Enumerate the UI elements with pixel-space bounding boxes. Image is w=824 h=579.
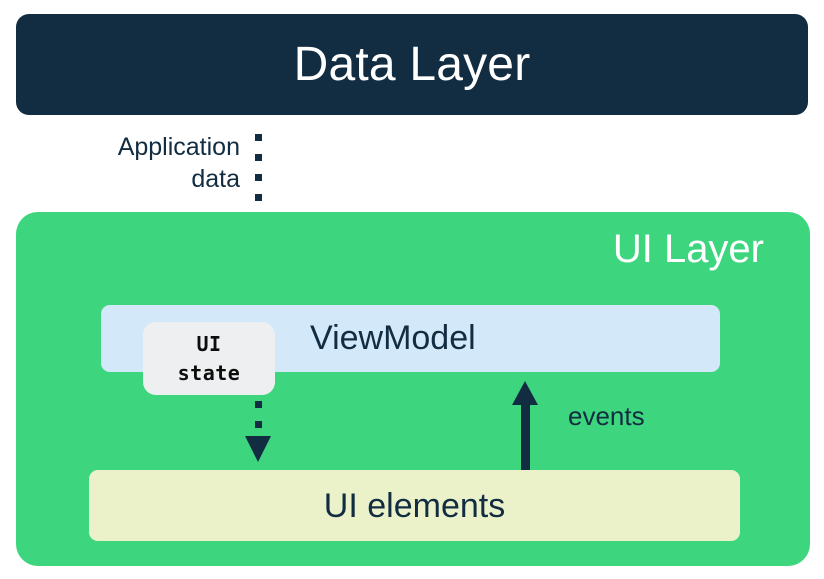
- application-data-label: Application data: [60, 131, 240, 195]
- ui-layer-label: UI Layer: [612, 227, 764, 271]
- data-layer-box: Data Layer: [16, 14, 808, 115]
- ui-state-chip-line2: state: [177, 360, 241, 385]
- dot-icon: [255, 421, 262, 428]
- ui-elements-label: UI elements: [323, 486, 506, 525]
- dot-icon: [255, 174, 262, 181]
- dot-icon: [255, 154, 262, 161]
- dot-icon: [255, 401, 262, 408]
- ui-state-chip-line1: UI: [196, 331, 222, 356]
- arrow-down-icon: [245, 436, 271, 462]
- ui-elements-box: UI elements: [89, 470, 740, 541]
- ui-state-chip: UI state: [143, 322, 275, 395]
- dot-icon: [255, 134, 262, 141]
- viewmodel-label: ViewModel: [310, 319, 476, 357]
- data-layer-label: Data Layer: [293, 37, 531, 91]
- arrow-shaft: [521, 400, 530, 470]
- application-data-label-line1: Application: [117, 133, 240, 161]
- events-label: events: [568, 401, 645, 431]
- application-data-label-line2: data: [191, 165, 240, 193]
- dot-icon: [255, 194, 262, 201]
